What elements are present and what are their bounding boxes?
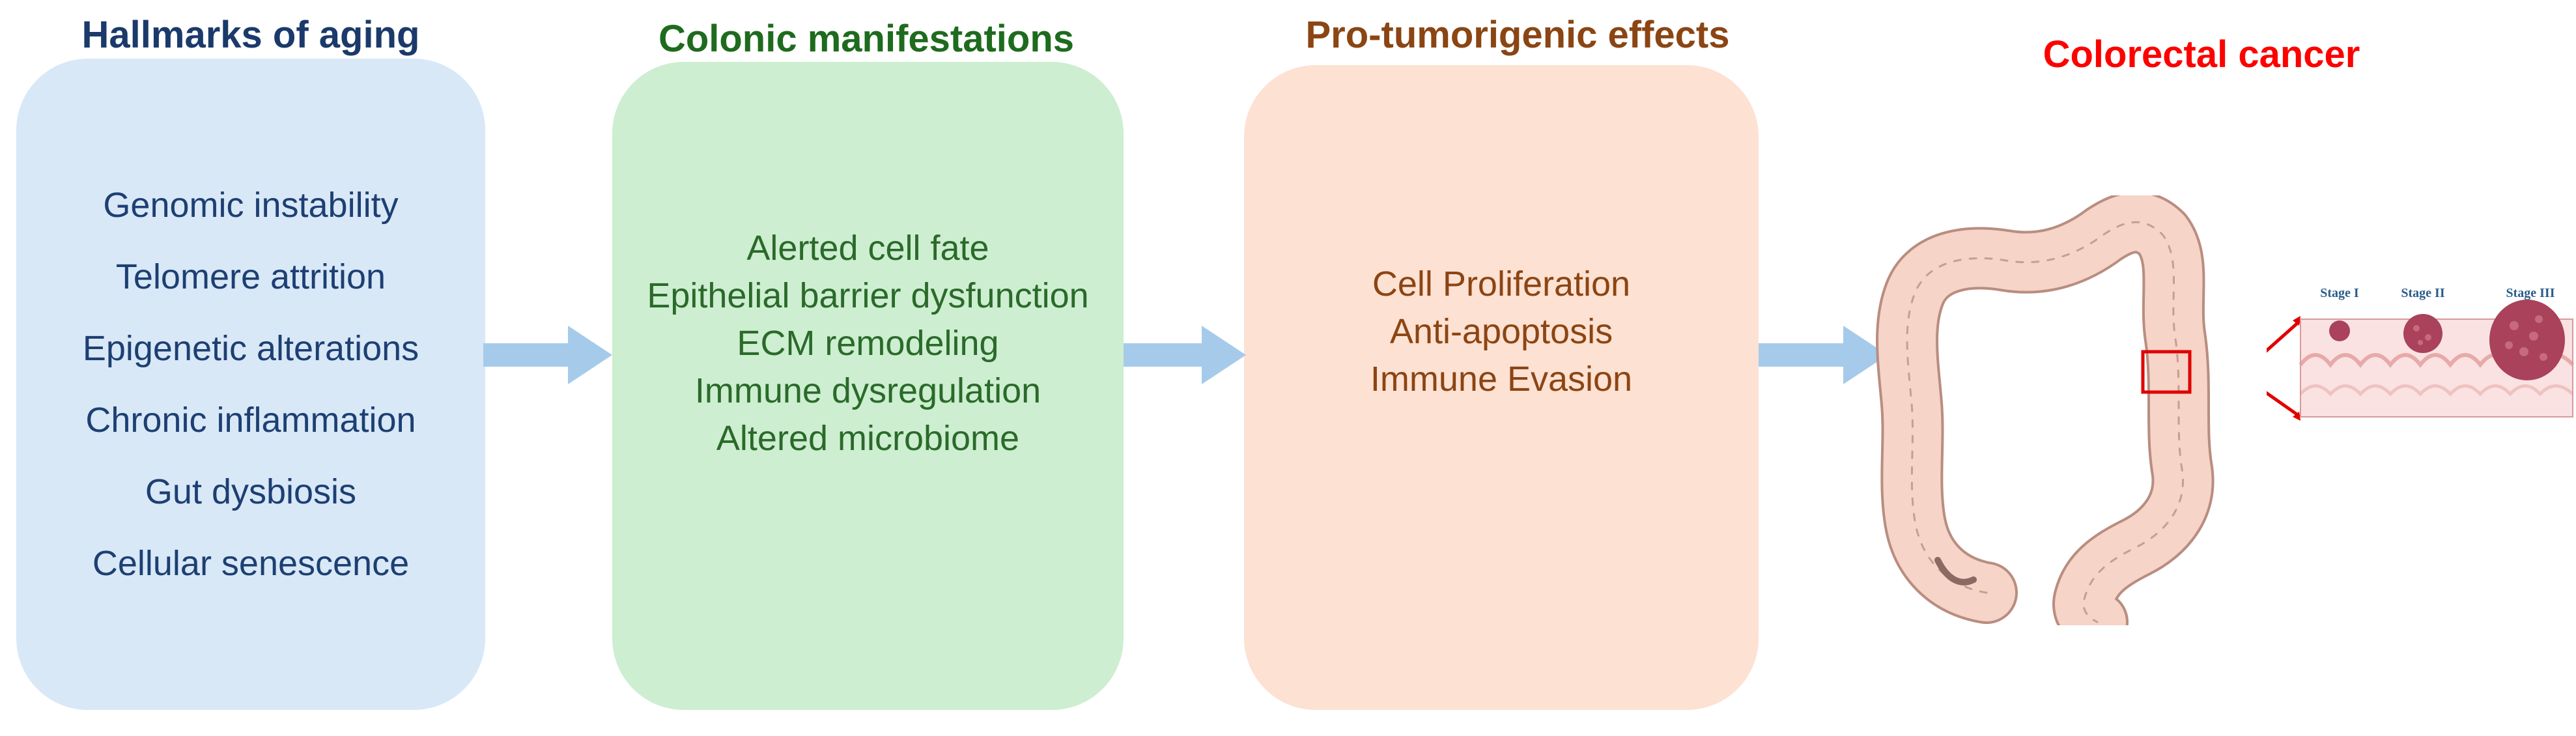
flow-arrow-icon xyxy=(1759,326,1888,384)
stage-title-colonic: Colonic manifestations xyxy=(658,18,1075,60)
flow-arrow-icon xyxy=(483,326,612,384)
manifestation-item: Epithelial barrier dysfunction xyxy=(647,276,1089,315)
effect-item: Immune Evasion xyxy=(1370,360,1633,399)
hallmark-item: Genomic instability xyxy=(103,186,399,225)
hallmark-item: Gut dysbiosis xyxy=(145,472,357,511)
flow-arrow-icon xyxy=(1124,326,1246,384)
stage-title-colorectal-cancer: Colorectal cancer xyxy=(2043,33,2360,76)
stage-title-protumorigenic: Pro-tumorigenic effects xyxy=(1305,14,1730,56)
stage-label: Stage III xyxy=(2506,286,2555,300)
manifestation-item: Altered microbiome xyxy=(716,419,1020,458)
stage-label: Stage II xyxy=(2401,286,2444,300)
hallmarks-box: Genomic instability Telomere attrition E… xyxy=(16,59,485,710)
hallmark-item: Cellular senescence xyxy=(92,544,410,583)
effect-item: Anti-apoptosis xyxy=(1389,312,1613,351)
manifestation-item: Alerted cell fate xyxy=(746,229,989,268)
colonic-manifestations-box: Alerted cell fate Epithelial barrier dys… xyxy=(612,62,1124,710)
stage-title-hallmarks: Hallmarks of aging xyxy=(81,14,420,56)
manifestation-item: Immune dysregulation xyxy=(694,371,1041,410)
stage-label: Stage I xyxy=(2320,286,2359,300)
colon-illustration xyxy=(1876,195,2215,625)
tumor-stage-1-icon xyxy=(2329,320,2350,341)
tumor-stages-panel: Stage I Stage II Stage III xyxy=(2267,286,2575,421)
hallmark-item: Epigenetic alterations xyxy=(82,329,419,368)
manifestation-item: ECM remodeling xyxy=(737,324,999,363)
tumor-stage-3-icon xyxy=(2489,300,2565,380)
highlight-box xyxy=(2141,350,2192,394)
tumor-stage-2-icon xyxy=(2403,314,2442,353)
hallmark-item: Telomere attrition xyxy=(115,257,386,296)
hallmark-item: Chronic inflammation xyxy=(85,401,416,440)
effect-item: Cell Proliferation xyxy=(1372,264,1631,304)
pro-tumorigenic-box: Cell Proliferation Anti-apoptosis Immune… xyxy=(1244,65,1759,710)
